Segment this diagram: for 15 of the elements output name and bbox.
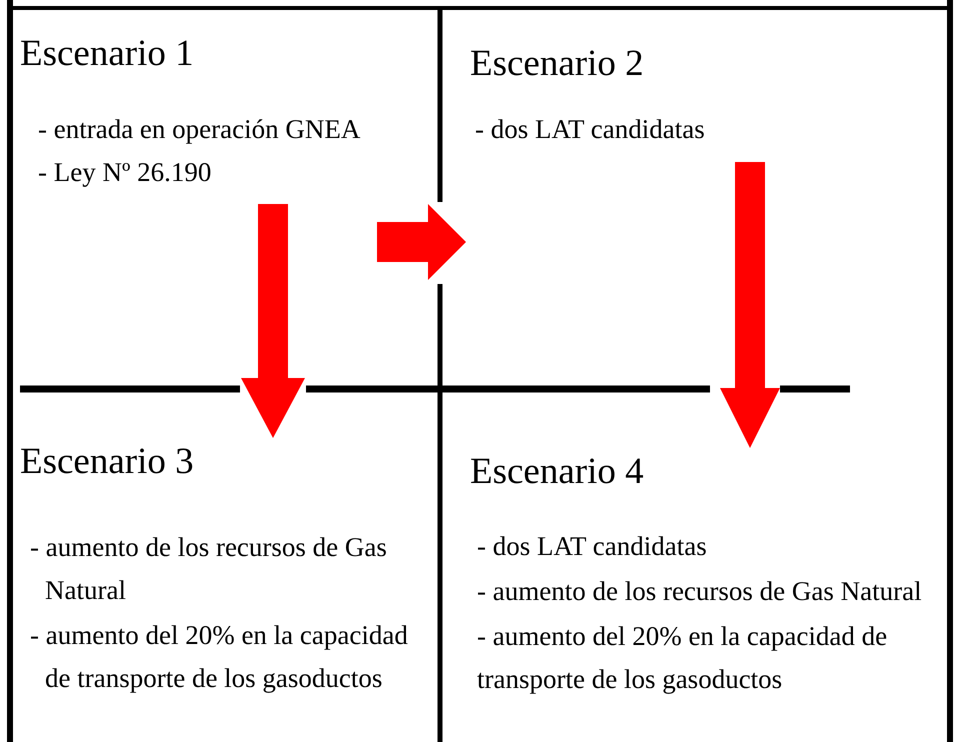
bullet-item: - aumento del 20% en la capacidad de transporte de los gasoductos (30, 619, 409, 695)
block-arrow (241, 204, 305, 438)
scenario-title: Escenario 2 (470, 42, 644, 86)
bullet-item: - aumento de los recursos de Gas Natural (477, 575, 923, 608)
bullet-item: - entrada en operación GNEA (38, 113, 362, 146)
bullet-item: - dos LAT candidatas (477, 530, 708, 563)
scenario-title: Escenario 3 (20, 440, 194, 484)
scenario-title: Escenario 1 (20, 32, 194, 76)
bullet-item: - Ley Nº 26.190 (38, 156, 212, 189)
bullet-item: - aumento de los recursos de Gas Natural (30, 531, 388, 607)
scenario-title: Escenario 4 (470, 450, 644, 494)
block-arrow (377, 204, 466, 280)
bullet-item: - dos LAT candidatas (475, 113, 706, 146)
block-arrow (720, 162, 780, 448)
bullet-item: - aumento del 20% en la capacidad de transporte de los gasoductos (477, 620, 888, 696)
